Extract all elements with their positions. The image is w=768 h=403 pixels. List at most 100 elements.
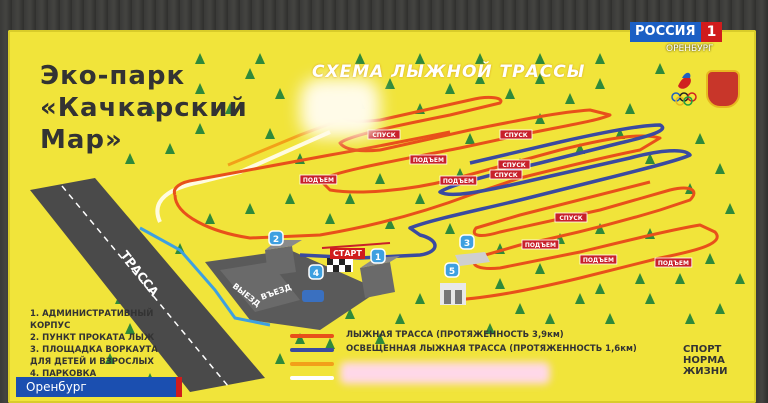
tree-icon — [475, 73, 485, 84]
channel-name: РОССИЯ — [630, 22, 701, 42]
tree-icon — [285, 193, 295, 204]
route-legend-text: ОСВЕЩЕННАЯ ЛЫЖНАЯ ТРАССА (ПРОТЯЖЕННОСТЬ … — [346, 344, 637, 354]
channel-logo: РОССИЯ 1 — [630, 22, 723, 42]
tree-icon — [125, 153, 135, 164]
tree-icon — [505, 88, 515, 99]
location-marker: 3 — [459, 234, 475, 250]
tree-icon — [245, 203, 255, 214]
channel-number: 1 — [700, 22, 723, 42]
tree-icon — [515, 303, 525, 314]
legend-item: 1. АДМИНИСТРАТИВНЫЙ — [30, 309, 154, 319]
tree-icon — [595, 223, 605, 234]
svg-text:ПОДЪЕМ: ПОДЪЕМ — [443, 178, 474, 185]
marker-number: 2 — [273, 235, 279, 245]
tree-icon — [295, 333, 305, 344]
tree-icon — [535, 113, 545, 124]
legend-item: 2. ПУНКТ ПРОКАТА ЛЫЖ — [30, 333, 155, 343]
tree-icon — [575, 293, 585, 304]
uphill-sign: ПОДЪЕМ — [409, 154, 448, 165]
start-flag — [327, 258, 353, 272]
tree-icon — [695, 133, 705, 144]
svg-text:ПОДЪЕМ: ПОДЪЕМ — [303, 177, 334, 184]
svg-text:ПОДЪЕМ: ПОДЪЕМ — [583, 257, 614, 264]
svg-text:ПОДЪЕМ: ПОДЪЕМ — [413, 157, 444, 164]
tree-icon — [125, 323, 135, 334]
scheme-title: СХЕМА ЛЫЖНОЙ ТРАССЫ — [312, 62, 586, 82]
tree-icon — [265, 128, 275, 139]
red-route — [172, 95, 719, 302]
location-marker: 4 — [308, 264, 324, 280]
red-thin-route — [321, 242, 391, 249]
tree-icon — [625, 103, 635, 114]
route-swatch-orange — [290, 362, 334, 366]
channel-city: ОРЕНБУРГ — [666, 44, 714, 54]
map-markers: 1 2 3 4 5 — [268, 230, 475, 280]
workout-platform — [455, 252, 490, 266]
downhill-sign: СПУСК — [554, 212, 588, 223]
tree-icon — [375, 173, 385, 184]
blue-access-path — [139, 226, 271, 327]
tree-icon — [245, 68, 255, 79]
tree-icon — [145, 103, 155, 114]
legend-item: 4. ПАРКОВКА — [30, 369, 97, 379]
legend-item: ДЛЯ ДЕТЕЙ И ВЗРОСЛЫХ — [30, 357, 154, 367]
tree-icon — [705, 253, 715, 264]
tree-icon — [715, 303, 725, 314]
tree-icon — [345, 193, 355, 204]
tree-icon — [535, 263, 545, 274]
uphill-sign: ПОДЪЕМ — [654, 257, 693, 268]
marker-number: 1 — [375, 253, 381, 263]
tree-icon — [325, 213, 335, 224]
svg-text:ПОДЪЕМ: ПОДЪЕМ — [525, 242, 556, 249]
tree-icon — [255, 53, 265, 64]
blue-route — [299, 123, 692, 260]
blurred-graphic — [300, 78, 380, 138]
tree-icon — [595, 78, 605, 89]
tree-icon — [385, 78, 395, 89]
uphill-sign: ПОДЪЕМ — [439, 175, 478, 186]
tree-icon — [485, 323, 495, 334]
highway — [30, 178, 265, 392]
tree-icon — [675, 273, 685, 284]
tree-icon — [205, 213, 215, 224]
tree-icon — [415, 193, 425, 204]
tree-icon — [195, 53, 205, 64]
legend-item: КОРПУС — [30, 321, 71, 331]
tree-icon — [495, 278, 505, 289]
tree-icon — [475, 53, 485, 64]
svg-text:СПУСК: СПУСК — [502, 162, 525, 169]
region-caption: Оренбург — [16, 377, 182, 397]
tree-icon — [195, 123, 205, 134]
toilet-building — [440, 283, 466, 305]
slope-signs: СПУСКПОДЪЕМСПУСКПОДЪЕМСПУСКСПУСКСПУСКПОД… — [299, 129, 693, 268]
route-legend-text: ЛЫЖНАЯ ТРАССА (ПРОТЯЖЕННОСТЬ 3,9км) — [346, 330, 564, 340]
tree-icon — [645, 153, 655, 164]
tree-icon — [545, 313, 555, 324]
tree-icon — [385, 218, 395, 229]
tree-icon — [645, 293, 655, 304]
tree-icon — [445, 83, 455, 94]
regional-coat-of-arms — [706, 70, 740, 108]
tree-icon — [655, 63, 665, 74]
tree-icon — [725, 203, 735, 214]
tree-icon — [415, 293, 425, 304]
tree-icon — [275, 353, 285, 364]
route-legend-row: ЛЫЖНАЯ ТРАССА (ПРОТЯЖЕННОСТЬ 3,9км) — [290, 330, 610, 344]
tree-icon — [595, 283, 605, 294]
tree-icon — [345, 308, 355, 319]
tree-icon — [195, 83, 205, 94]
marker-number: 4 — [313, 269, 319, 279]
location-marker: 1 — [370, 248, 386, 264]
parking-area: ВЫЕЗД ВЪЕЗД — [205, 250, 380, 330]
svg-text:СПУСК: СПУСК — [559, 215, 582, 222]
uphill-sign: ПОДЪЕМ — [521, 239, 560, 250]
svg-text:СПУСК: СПУСК — [494, 172, 517, 179]
tree-icon — [605, 313, 615, 324]
marker-number: 5 — [449, 267, 455, 277]
white-path — [155, 130, 331, 223]
tree-icon — [445, 223, 455, 234]
tree-icon — [225, 103, 235, 114]
sport-norm-logo: СПОРТ НОРМА ЖИЗНИ — [683, 344, 728, 377]
tree-icon — [685, 313, 695, 324]
